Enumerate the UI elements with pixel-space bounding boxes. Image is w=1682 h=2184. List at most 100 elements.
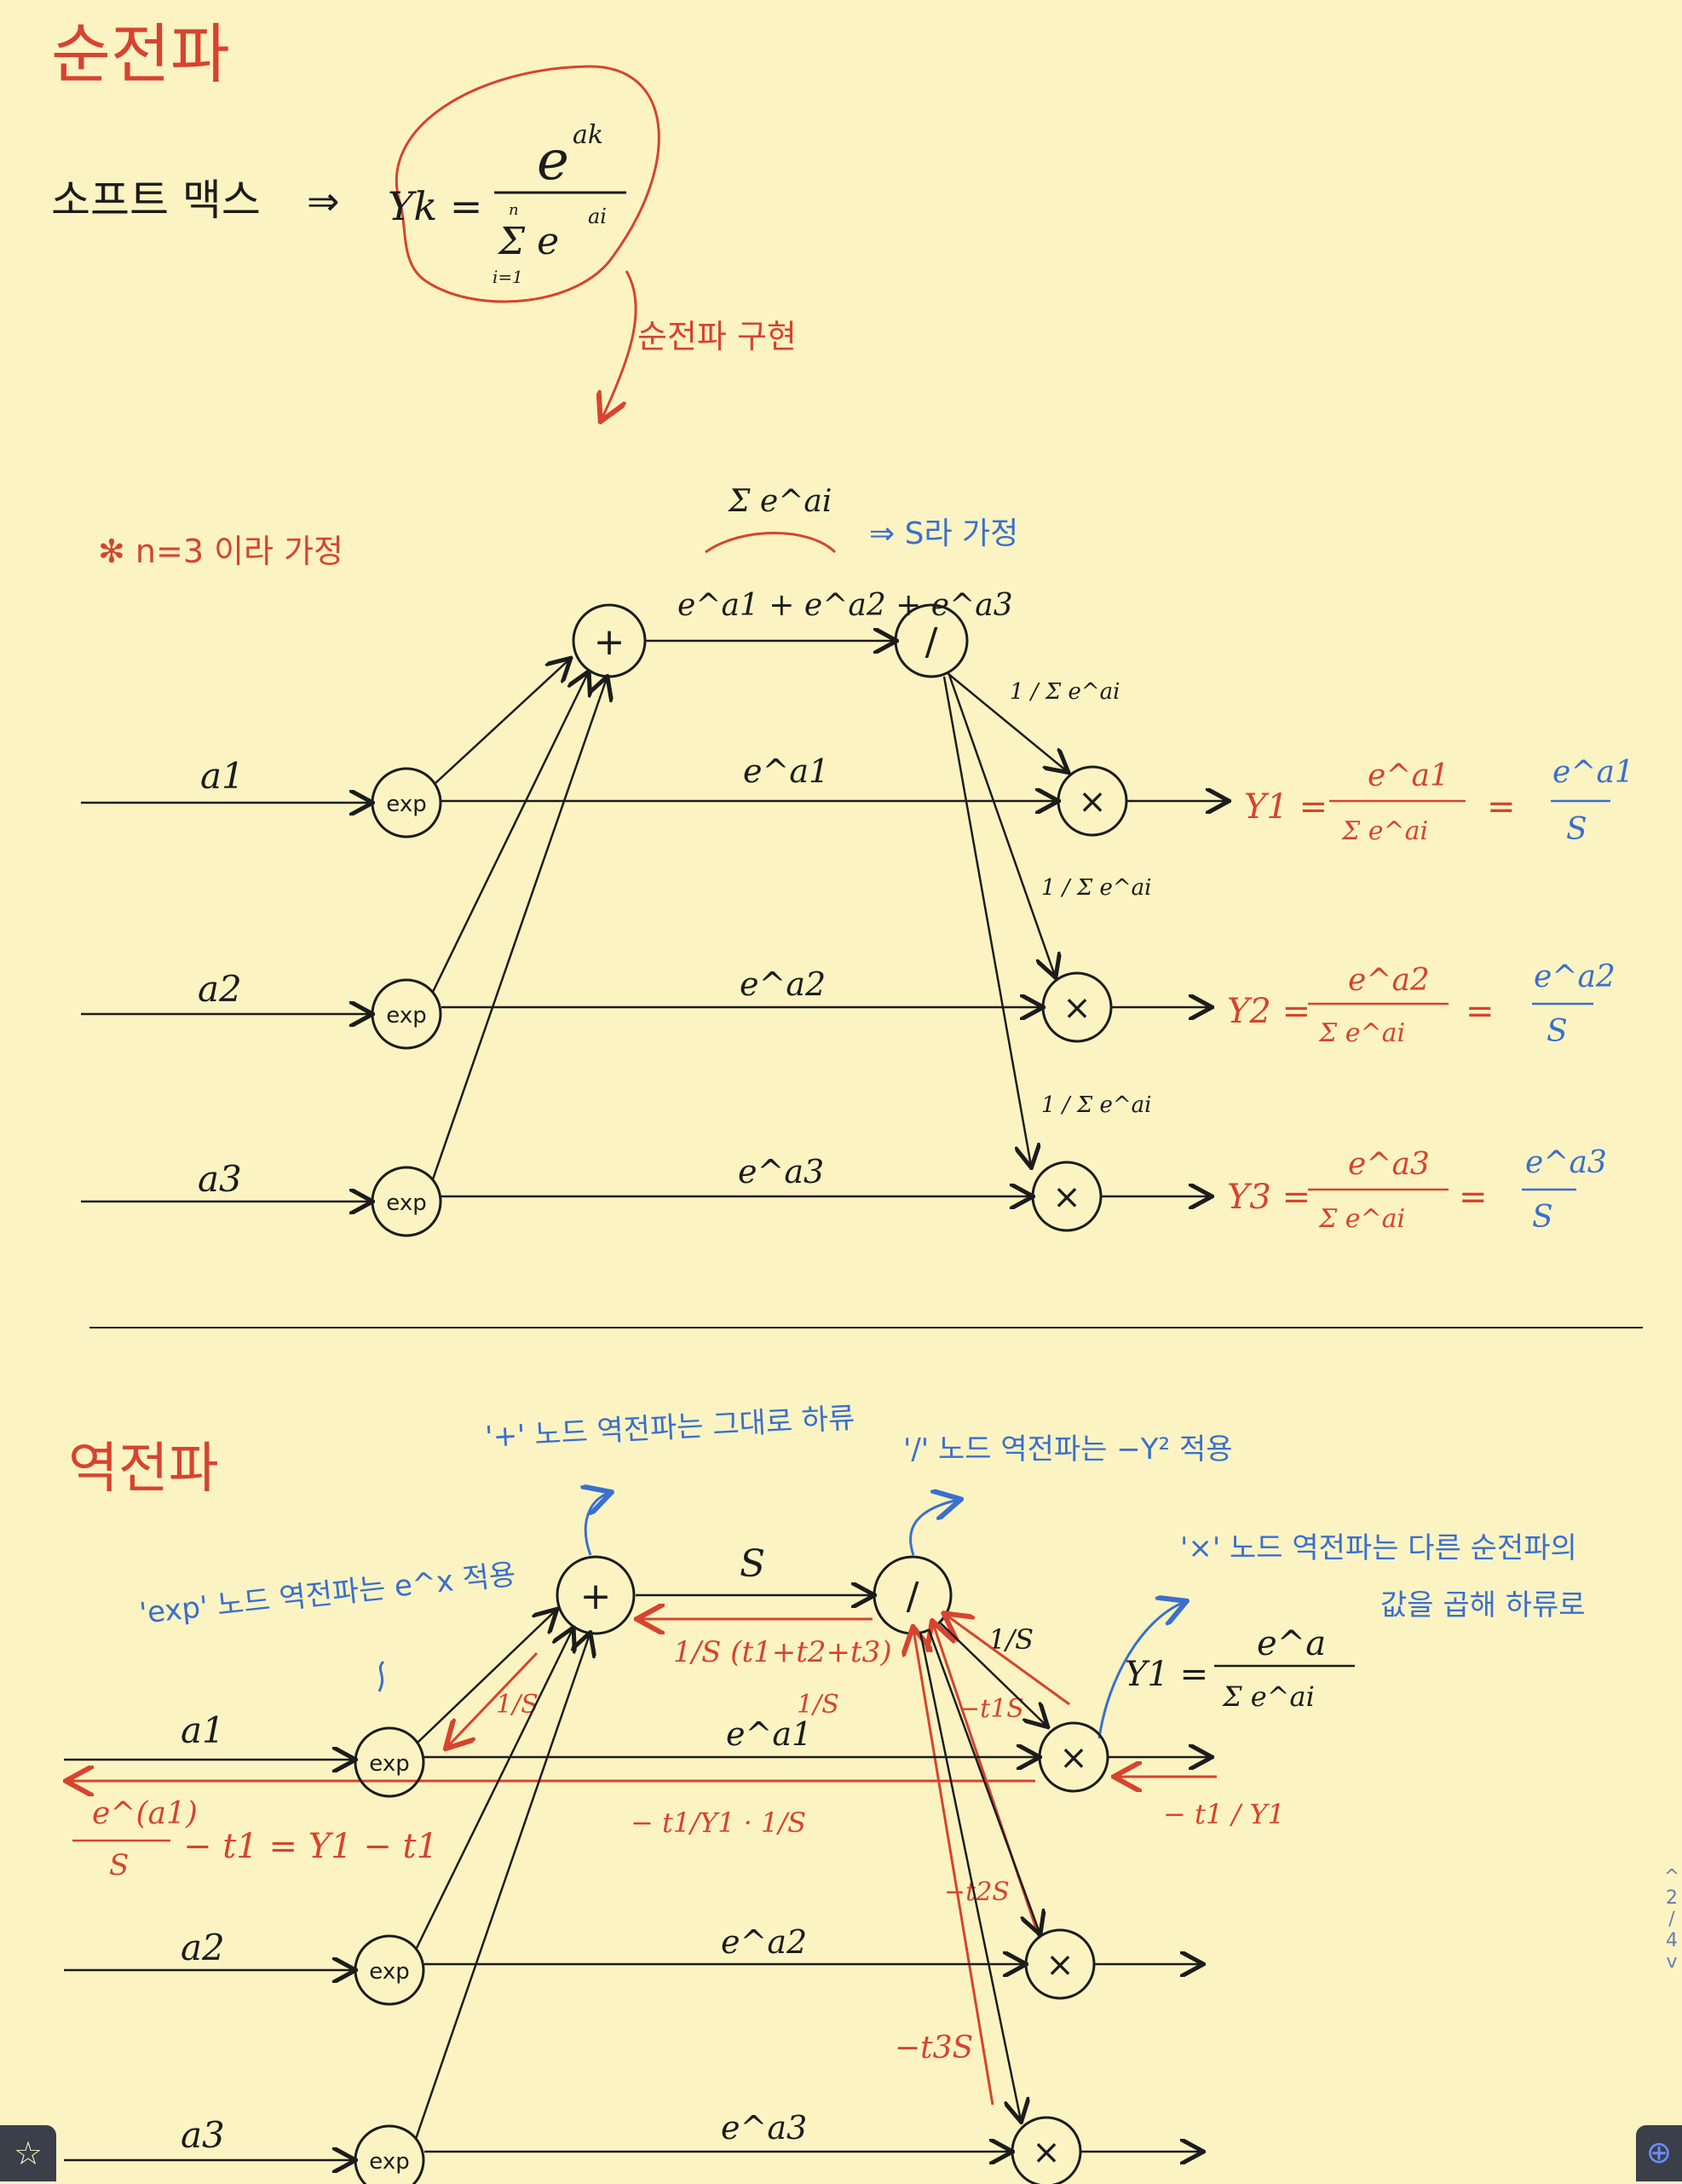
bw-exp-output: e^a3	[721, 2109, 807, 2147]
formula-denominator-sup: ai	[588, 205, 607, 228]
input-label: a3	[198, 1158, 242, 1200]
sum-edge-label: e^a1 + e^a2 + e^a3	[677, 588, 1013, 623]
mul-node-label: ×	[1063, 988, 1092, 1028]
assume-s: ⇒ S라 가정	[869, 516, 1018, 551]
output-simple-num: e^a3	[1525, 1145, 1607, 1180]
bw-y1-num: e^a	[1257, 1624, 1326, 1663]
mul-node	[1031, 1161, 1103, 1232]
forward-row-1: a1 exp e^a1 × Y1 = e^a1 Σ e^ai = e^a1 S	[81, 752, 1634, 847]
note-exp: 'exp' 노드 역전파는 e^x 적용	[138, 1558, 517, 1631]
exp-node-label: exp	[386, 792, 426, 817]
bw-y1-lhs: Y1 =	[1125, 1655, 1208, 1694]
bw-plus-node-label: +	[580, 1575, 612, 1618]
note-mul-2: 값을 곱해 하류로	[1380, 1588, 1586, 1622]
sum-brace-label: Σ e^ai	[727, 484, 832, 519]
equals-sign: =	[1466, 992, 1495, 1031]
page-total: 4	[1666, 1930, 1678, 1951]
bw-exp-node-label: exp	[369, 1751, 409, 1777]
note-div: '/' 노드 역전파는 −Y² 적용	[903, 1432, 1233, 1467]
equals-sign: =	[1487, 787, 1516, 827]
exp-node-label: exp	[386, 1190, 426, 1216]
bw-mul-node-label: ×	[1045, 1945, 1074, 1985]
backward-title: 역전파	[68, 1438, 219, 1501]
output-frac-den: Σ e^ai	[1318, 1018, 1405, 1048]
formula-circle	[395, 65, 660, 303]
exp-node-label: exp	[386, 1003, 426, 1029]
output-lhs: Y2 =	[1227, 992, 1310, 1031]
bw-input-label: a2	[181, 1927, 225, 1968]
bw-input-label: a3	[181, 2114, 225, 2156]
output-simple-den: S	[1547, 1014, 1568, 1049]
backward-row-3: a3 exp e^a3 ×	[64, 2109, 1201, 2184]
bw-exp-grad-den: S	[109, 1848, 129, 1882]
page-up-icon[interactable]: ^	[1663, 1866, 1680, 1887]
output-lhs: Y1 =	[1244, 787, 1328, 827]
output-simple-den: S	[1566, 812, 1587, 847]
recip-label-1: 1 / Σ e^ai	[1010, 679, 1120, 705]
bw-exp-grad-num: e^(a1)	[92, 1796, 198, 1831]
bw-div-node-label: /	[907, 1575, 919, 1618]
bw-mul-node-label: ×	[1059, 1738, 1088, 1778]
backward-row-1: a1 exp e^a1 ×	[64, 1709, 1210, 1798]
note-plus: '+' 노드 역전파는 그대로 하류	[484, 1401, 855, 1455]
input-label: a1	[200, 755, 245, 797]
output-simple-den: S	[1532, 1200, 1553, 1235]
bw-exp-grad-rest: − t1 = Y1 − t1	[183, 1827, 438, 1866]
output-frac-num: e^a2	[1348, 963, 1430, 998]
bw-mul-node	[1038, 1721, 1109, 1793]
output-simple-num: e^a1	[1552, 755, 1634, 790]
bw-s-label: S	[740, 1542, 765, 1586]
favorite-icon[interactable]: ☆	[0, 2125, 56, 2181]
output-frac-den: Σ e^ai	[1318, 1204, 1405, 1234]
bw-exp-node-label: exp	[369, 1959, 409, 1985]
impl-arrow	[602, 270, 637, 419]
softmax-arrow: ⇒	[307, 178, 340, 224]
page-current: 2	[1666, 1887, 1678, 1909]
bw-exp-node	[354, 2124, 425, 2184]
formula-numerator-sup: ak	[573, 120, 603, 150]
sum-brace	[705, 532, 837, 554]
mul-node-label: ×	[1078, 782, 1107, 821]
div-node-label: /	[925, 620, 938, 664]
output-lhs: Y3 =	[1227, 1178, 1310, 1217]
bw-mul-node	[1024, 1928, 1096, 2000]
output-simple-num: e^a2	[1534, 959, 1616, 994]
forward-row-3: a3 exp e^a3 × Y3 = e^a3 Σ e^ai = e^a3 S	[81, 1145, 1607, 1237]
softmax-label: 소프트 맥스	[51, 176, 261, 225]
bw-mul-node-label: ×	[1032, 2133, 1061, 2172]
page-down-icon[interactable]: v	[1666, 1951, 1678, 1973]
page-indicator: ^ 2 / 4 v	[1662, 1866, 1682, 2062]
bw-exp-node	[354, 1726, 425, 1798]
bw-sum-grad-scaled: 1/S	[797, 1690, 839, 1720]
formula-lhs: Yk =	[388, 183, 482, 229]
bw-plus-grad: 1/S	[496, 1690, 539, 1720]
plus-node-label: +	[594, 620, 625, 664]
exp-node	[371, 1166, 442, 1237]
backward-edges	[414, 1611, 1046, 2140]
output-frac-den: Σ e^ai	[1341, 816, 1428, 846]
formula-numerator: e	[537, 130, 569, 193]
recip-label-3: 1 / Σ e^ai	[1041, 1092, 1151, 1118]
bw-exp-node	[354, 1934, 425, 2006]
mul-node	[1041, 971, 1113, 1043]
equals-sign: =	[1459, 1178, 1488, 1217]
recip-label-2: 1 / Σ e^ai	[1041, 875, 1151, 901]
forward-edges	[431, 660, 1067, 1180]
bw-exp-output: e^a2	[721, 1923, 807, 1961]
bw-y1-den: Σ e^ai	[1222, 1680, 1315, 1713]
forward-title: 순전파	[51, 16, 230, 92]
mul-node-label: ×	[1052, 1178, 1081, 1217]
exp-output-label: e^a1	[743, 752, 829, 790]
assume-n: ✻ n=3 이라 가정	[98, 533, 343, 570]
bw-mul-node	[1011, 2116, 1082, 2184]
backward-row-2: a2 exp e^a2 ×	[64, 1923, 1201, 2006]
mul-node	[1057, 765, 1128, 837]
note-mul-1: '×' 노드 역전파는 다른 순전파의	[1180, 1531, 1577, 1565]
bw-exp-output: e^a1	[726, 1715, 812, 1753]
note-pointers	[377, 1493, 1184, 1739]
add-page-icon[interactable]: ⊕	[1636, 2125, 1682, 2181]
formula-denominator-bottom: i=1	[493, 267, 523, 287]
exp-node	[371, 978, 442, 1050]
impl-note: 순전파 구현	[637, 318, 797, 355]
